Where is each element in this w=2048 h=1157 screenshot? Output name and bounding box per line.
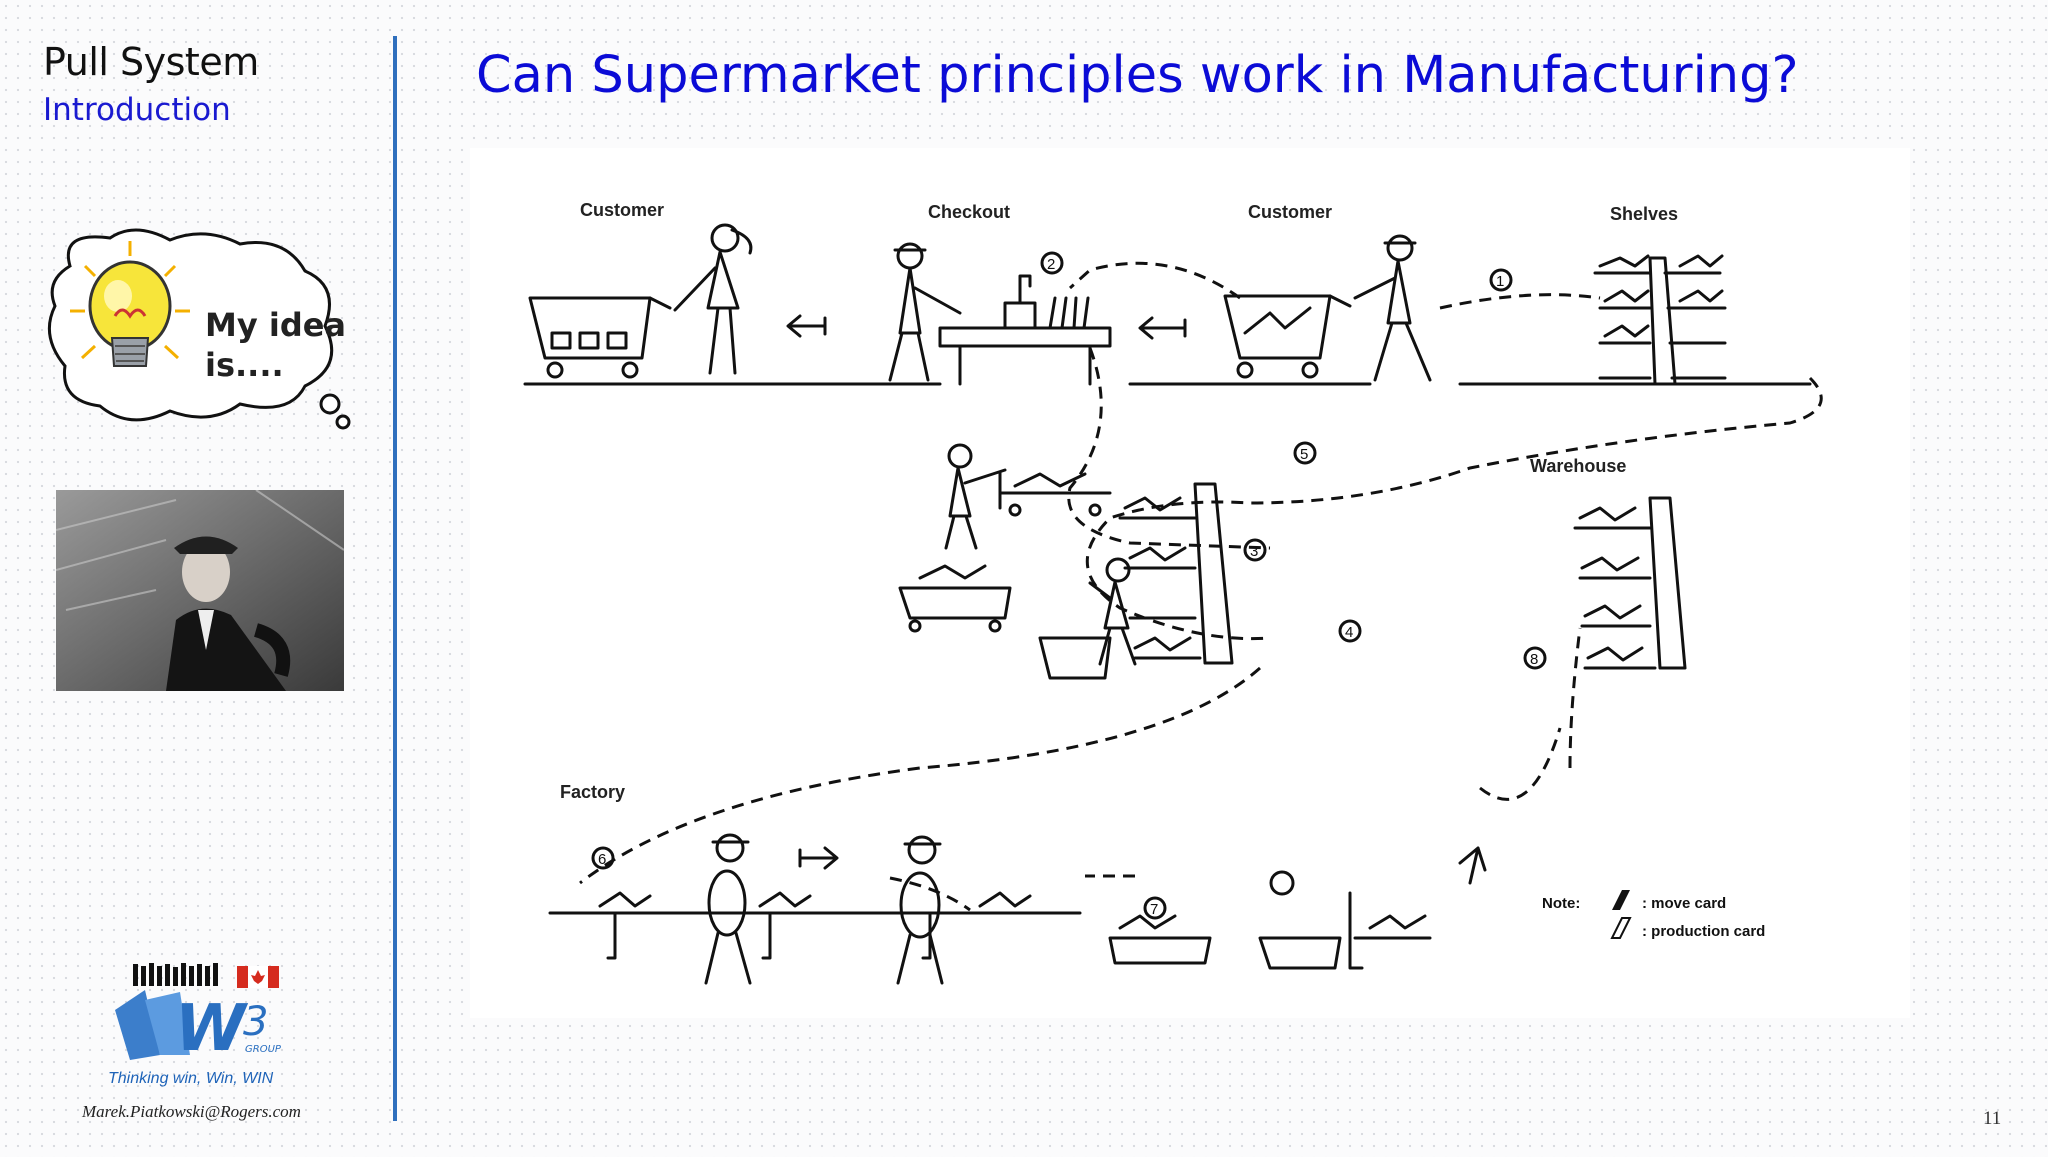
sidebar-title: Pull System	[43, 40, 259, 84]
label-checkout: Checkout	[928, 202, 1010, 222]
step-5: 5	[1300, 446, 1308, 463]
lightbulb-icon	[70, 241, 190, 367]
arrow-up-icon	[1458, 846, 1487, 885]
warehouse-rack-illustration	[1118, 482, 1687, 670]
factory-line-illustration	[548, 833, 1487, 985]
svg-text:W: W	[175, 992, 249, 1065]
label-warehouse: Warehouse	[1530, 456, 1626, 476]
shelves-illustration	[1593, 254, 1727, 386]
step-markers: 1 2 3 4 5 6 7 8	[591, 251, 1547, 920]
label-shelves: Shelves	[1610, 204, 1678, 224]
label-customer-right: Customer	[1248, 202, 1332, 222]
portrait-photo	[56, 490, 344, 691]
svg-text:My idea: My idea	[205, 306, 346, 344]
step-2: 2	[1047, 256, 1055, 273]
step-3: 3	[1250, 543, 1258, 560]
w3-group-logo: W 3 GROUP	[115, 963, 282, 1065]
svg-text:is....: is....	[205, 346, 284, 384]
page-title: Can Supermarket principles work in Manuf…	[476, 46, 1799, 105]
customer-with-cart-illustration	[528, 223, 753, 379]
card-legend: Note: : move card : production card	[1542, 890, 1765, 940]
warehouse-worker-illustration	[898, 557, 1137, 680]
label-customer-left: Customer	[580, 200, 664, 220]
checkout-cashier-illustration	[888, 242, 1112, 386]
sidebar-subtitle: Introduction	[43, 92, 231, 128]
canada-flag-icon	[237, 966, 279, 988]
arrow-right-icon	[798, 846, 839, 870]
svg-text:GROUP: GROUP	[245, 1044, 282, 1055]
worker-with-cart-illustration	[944, 443, 1112, 550]
arrow-left-icon	[786, 314, 827, 338]
supermarket-pull-diagram: Customer Checkout Customer Shelves Wareh…	[470, 148, 1910, 1018]
step-6: 6	[598, 851, 606, 868]
page-number: 11	[1983, 1108, 2002, 1129]
customer-shopping-illustration	[1223, 234, 1432, 382]
idea-bubble-illustration: My idea is....	[47, 228, 351, 430]
svg-text:3: 3	[243, 999, 268, 1045]
legend-move-card: : move card	[1642, 895, 1726, 912]
legend-production-card: : production card	[1642, 923, 1765, 940]
step-4: 4	[1345, 624, 1353, 641]
divider-line	[393, 36, 397, 1121]
step-7: 7	[1150, 901, 1158, 918]
legend-note-label: Note:	[1542, 895, 1580, 912]
step-8: 8	[1530, 651, 1538, 668]
step-1: 1	[1496, 273, 1504, 290]
label-factory: Factory	[560, 782, 625, 802]
tagline: Thinking win, Win, WIN	[108, 1070, 274, 1087]
contact-email: Marek.Piatkowski@Rogers.com	[82, 1102, 301, 1121]
move-card-icon	[1612, 890, 1630, 910]
production-card-icon	[1610, 917, 1632, 939]
arrow-left-icon	[1138, 316, 1187, 340]
